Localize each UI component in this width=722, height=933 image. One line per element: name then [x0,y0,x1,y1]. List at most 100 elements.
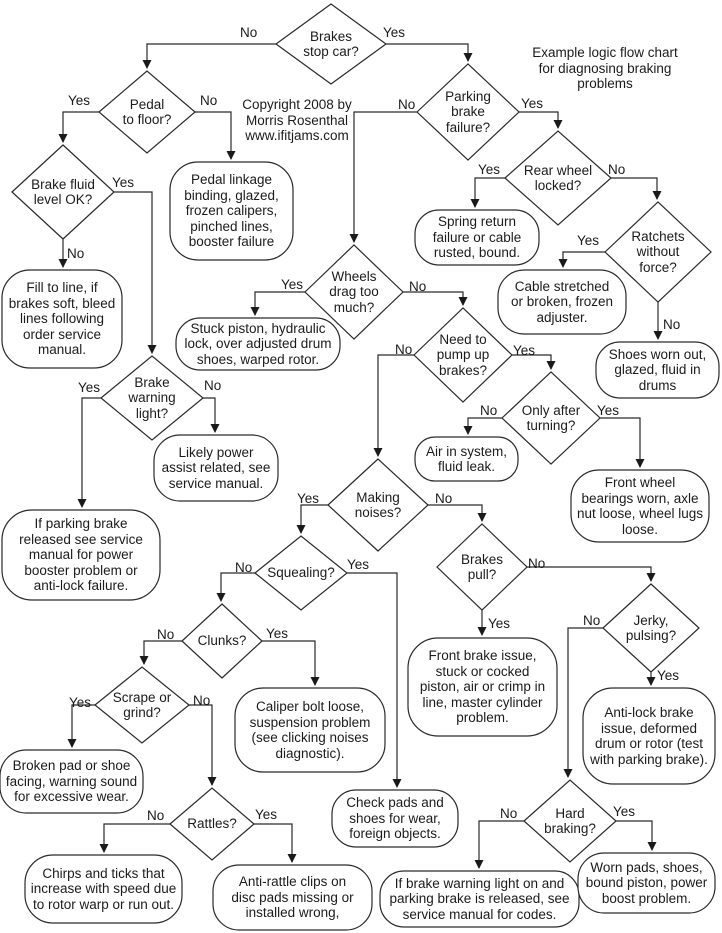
decision-shape-jerky-pulsing [602,583,700,673]
label-squealing-no: No [235,560,253,575]
edge-warning-light-no [203,397,220,433]
result-power-assist-text: Likely power assist related, see service… [161,444,271,491]
decision-scrape-grind: Scrape or grind? [95,667,189,743]
label-turning-yes: Yes [597,403,620,418]
label-drag-yes: Yes [281,277,304,292]
decision-jerky-pulsing: Jerky, pulsing? [603,584,699,672]
label-scrape-yes: Yes [69,695,92,710]
result-shoes-worn-text: Shoes worn out, glazed, fluid in drums [608,346,707,393]
edge-hard-yes [616,820,657,851]
label-parking-no: No [398,97,416,112]
label-pedal-no: No [200,93,218,108]
edge-stop-yes [386,43,473,62]
edge-rear-wheel-yes [470,177,505,208]
decision-shape-need-to-pump [413,307,513,403]
edge-jerky-no [563,627,603,778]
result-fill-line-text: Fill to line, if brakes soft, bleed line… [8,280,116,358]
result-anti-rattle-text: Anti-rattle clips on disc pads missing o… [231,874,354,921]
result-chirps: Chirps and ticks that increase with spee… [25,855,182,923]
edge-pedal-no [195,111,236,160]
result-wheel-bearings-text: Front wheel bearings worn, axle nut loos… [576,475,704,537]
decision-rattles-text: Rattles? [187,816,237,832]
result-cable-stretched: Cable stretched or broken, frozen adjust… [498,270,626,334]
result-caliper-bolt-text: Caliper bolt loose, suspension problem (… [249,699,371,761]
edge-drag-no [403,291,468,306]
result-power-assist: Likely power assist related, see service… [154,435,278,501]
label-noises-yes: Yes [297,491,320,506]
decision-brakes-stop-car-text: Brakes stop car? [303,28,359,60]
label-stop-yes: Yes [383,25,406,40]
edge-clunks-no [139,640,182,665]
label-fluid-yes: Yes [112,175,135,190]
decision-brake-warning-light-text: Brake warning light? [128,374,176,421]
label-ratchets-yes: Yes [577,233,600,248]
label-parking-yes: Yes [521,96,544,111]
decision-shape-pedal-to-floor [98,70,196,154]
chart-title: Example logic flow chart for diagnosing … [532,45,678,91]
edge-parking-no [349,111,417,243]
decision-shape-parking-brake-failure [416,63,520,161]
result-air-system: Air in system, fluid leak. [415,437,518,481]
result-linkage: Pedal linkage binding, glazed, frozen ca… [170,162,293,260]
result-broken-pad-text: Broken pad or shoe facing, warning sound… [5,758,138,805]
result-shoes-worn: Shoes worn out, glazed, fluid in drums [596,342,719,398]
result-shape-broken-pad [0,749,144,814]
result-worn-pads: Worn pads, shoes, bound piston, power bo… [578,853,715,913]
result-shape-anti-rattle [212,864,373,931]
result-shape-shoes-worn [595,341,720,399]
label-hard-no: No [500,806,518,821]
edge-drag-yes [250,291,305,316]
decision-wheels-drag-text: Wheels drag too much? [329,268,379,315]
result-front-brake-text: Front brake issue, stuck or cocked pisto… [419,648,546,726]
label-rattles-no: No [147,808,165,823]
result-warning-codes: If brake warning light on and parking br… [380,871,579,927]
decision-shape-scrape-grind [94,666,190,744]
result-shapes [0,161,720,931]
label-pedal-yes: Yes [68,93,91,108]
result-shape-check-pads [331,789,459,848]
label-turning-no: No [480,403,498,418]
result-cable-stretched-text: Cable stretched or broken, frozen adjust… [510,278,614,325]
decision-only-after-turning: Only after turning? [502,372,600,464]
decision-shape-brakes-pull [436,523,528,611]
decision-hard-braking-text: Hard braking? [544,805,596,837]
decision-rear-wheel-locked: Rear wheel locked? [505,131,611,225]
result-shape-spring-return [414,209,540,266]
edge-turning-yes [600,417,645,468]
result-parking-released: If parking brake released see service ma… [2,510,160,600]
result-warning-codes-text: If brake warning light on and parking br… [389,875,570,922]
result-linkage-text: Pedal linkage binding, glazed, frozen ca… [184,172,279,250]
result-front-brake: Front brake issue, stuck or cocked pisto… [408,638,557,736]
label-rattles-yes: Yes [255,807,278,822]
edge-squealing-yes [347,572,402,788]
result-shape-stuck-piston [175,317,341,371]
decision-parking-brake-failure-text: Parking brake failure? [445,88,491,135]
edge-pull-no [527,566,656,582]
label-fluid-no: No [67,246,85,261]
result-shape-parking-released [1,509,161,601]
decision-ratchets-without-force: Ratchets without force? [605,202,711,302]
label-jerky-no: No [583,613,601,628]
result-spring-return-text: Spring return failure or cable rusted, b… [432,214,522,261]
decision-hard-braking: Hard braking? [524,780,616,862]
label-pull-no: No [528,556,546,571]
result-stuck-piston-text: Stuck piston, hydraulic lock, over adjus… [184,320,332,367]
edge-pump-yes [512,354,556,370]
decision-brakes-stop-car: Brakes stop car? [276,4,386,84]
result-shape-worn-pads [577,852,716,914]
decision-brake-fluid-level-text: Brake fluid level OK? [31,176,95,208]
decision-need-to-pump: Need to pump up brakes? [414,308,512,402]
label-scrape-no: No [193,693,211,708]
result-stuck-piston: Stuck piston, hydraulic lock, over adjus… [176,318,340,370]
decision-brakes-pull-text: Brakes pull? [460,551,504,583]
edge-stop-no [142,43,276,69]
decision-shape-brake-warning-light [100,355,204,441]
edge-pump-no [373,354,414,457]
edge-ratchets-yes [558,251,605,268]
decision-shape-brake-fluid-level [11,144,115,240]
edge-turning-no [463,417,502,435]
label-hard-yes: Yes [613,804,636,819]
decision-shape-only-after-turning [501,371,601,465]
decision-clunks: Clunks? [182,604,262,678]
